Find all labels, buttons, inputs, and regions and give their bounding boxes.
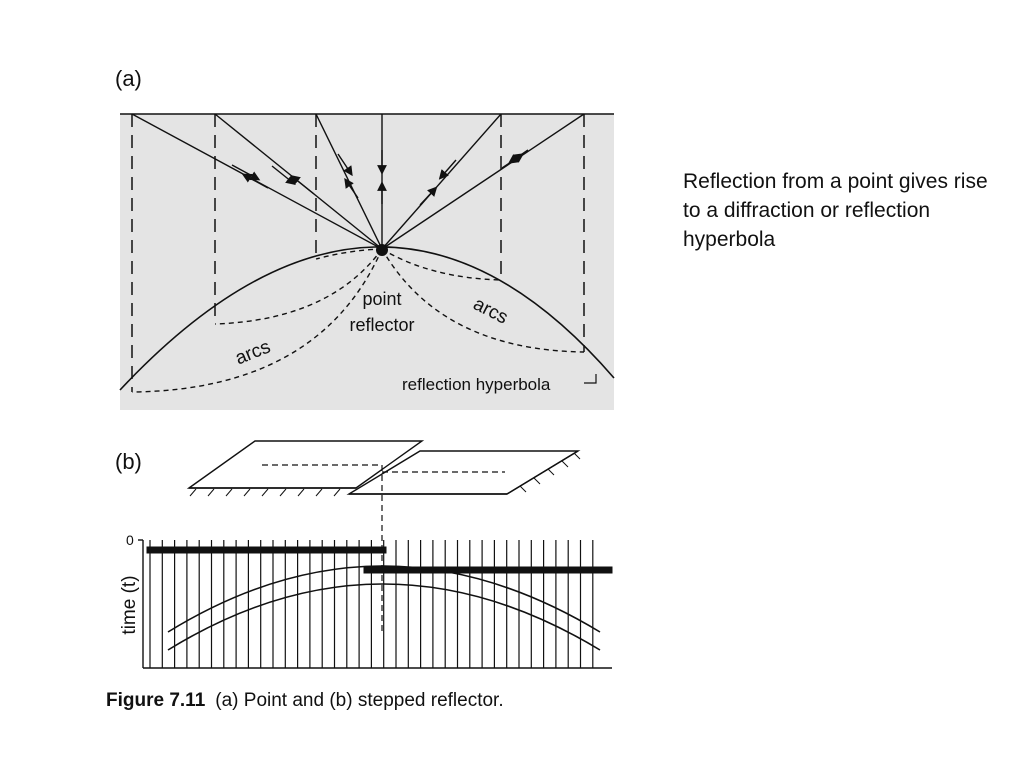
- side-note: Reflection from a point gives rise to a …: [683, 170, 988, 251]
- panel-a-diagram: point reflector arcs arcs reflection hyp…: [119, 113, 615, 410]
- deep-reflector-event: [363, 566, 613, 574]
- shallow-reflector-event: [146, 546, 387, 554]
- panel-a-label: (a): [115, 66, 142, 91]
- point-reflector-dot: [376, 244, 388, 256]
- reflection-hyperbola-label: reflection hyperbola: [402, 375, 551, 394]
- receiver-dashed-lines: [131, 114, 585, 392]
- panel-a-background: [120, 114, 614, 410]
- hyperbola-label-bracket: [584, 374, 597, 384]
- dashed-arcs: [131, 248, 585, 393]
- point-reflector-label-line1: point: [362, 289, 401, 309]
- panel-b-diagram: 0 time (t): [119, 440, 613, 669]
- time-axis-zero-label: 0: [126, 532, 134, 548]
- ray-arrows: [231, 149, 529, 206]
- time-axis-label: time (t): [119, 575, 140, 634]
- panel-b-label: (b): [115, 449, 142, 474]
- seismic-traces: [149, 540, 594, 668]
- reflector-hatching: [189, 450, 581, 497]
- figure-caption: Figure 7.11 (a) Point and (b) stepped ref…: [106, 690, 504, 712]
- diffraction-hyperbolas: [167, 565, 601, 651]
- caption-text: (a) Point and (b) stepped reflector.: [215, 690, 504, 711]
- point-reflector-label-line2: reflector: [349, 315, 414, 335]
- reflection-hyperbola: [119, 246, 615, 391]
- figure-number: Figure 7.11: [106, 690, 206, 711]
- reflection-events: [146, 546, 613, 574]
